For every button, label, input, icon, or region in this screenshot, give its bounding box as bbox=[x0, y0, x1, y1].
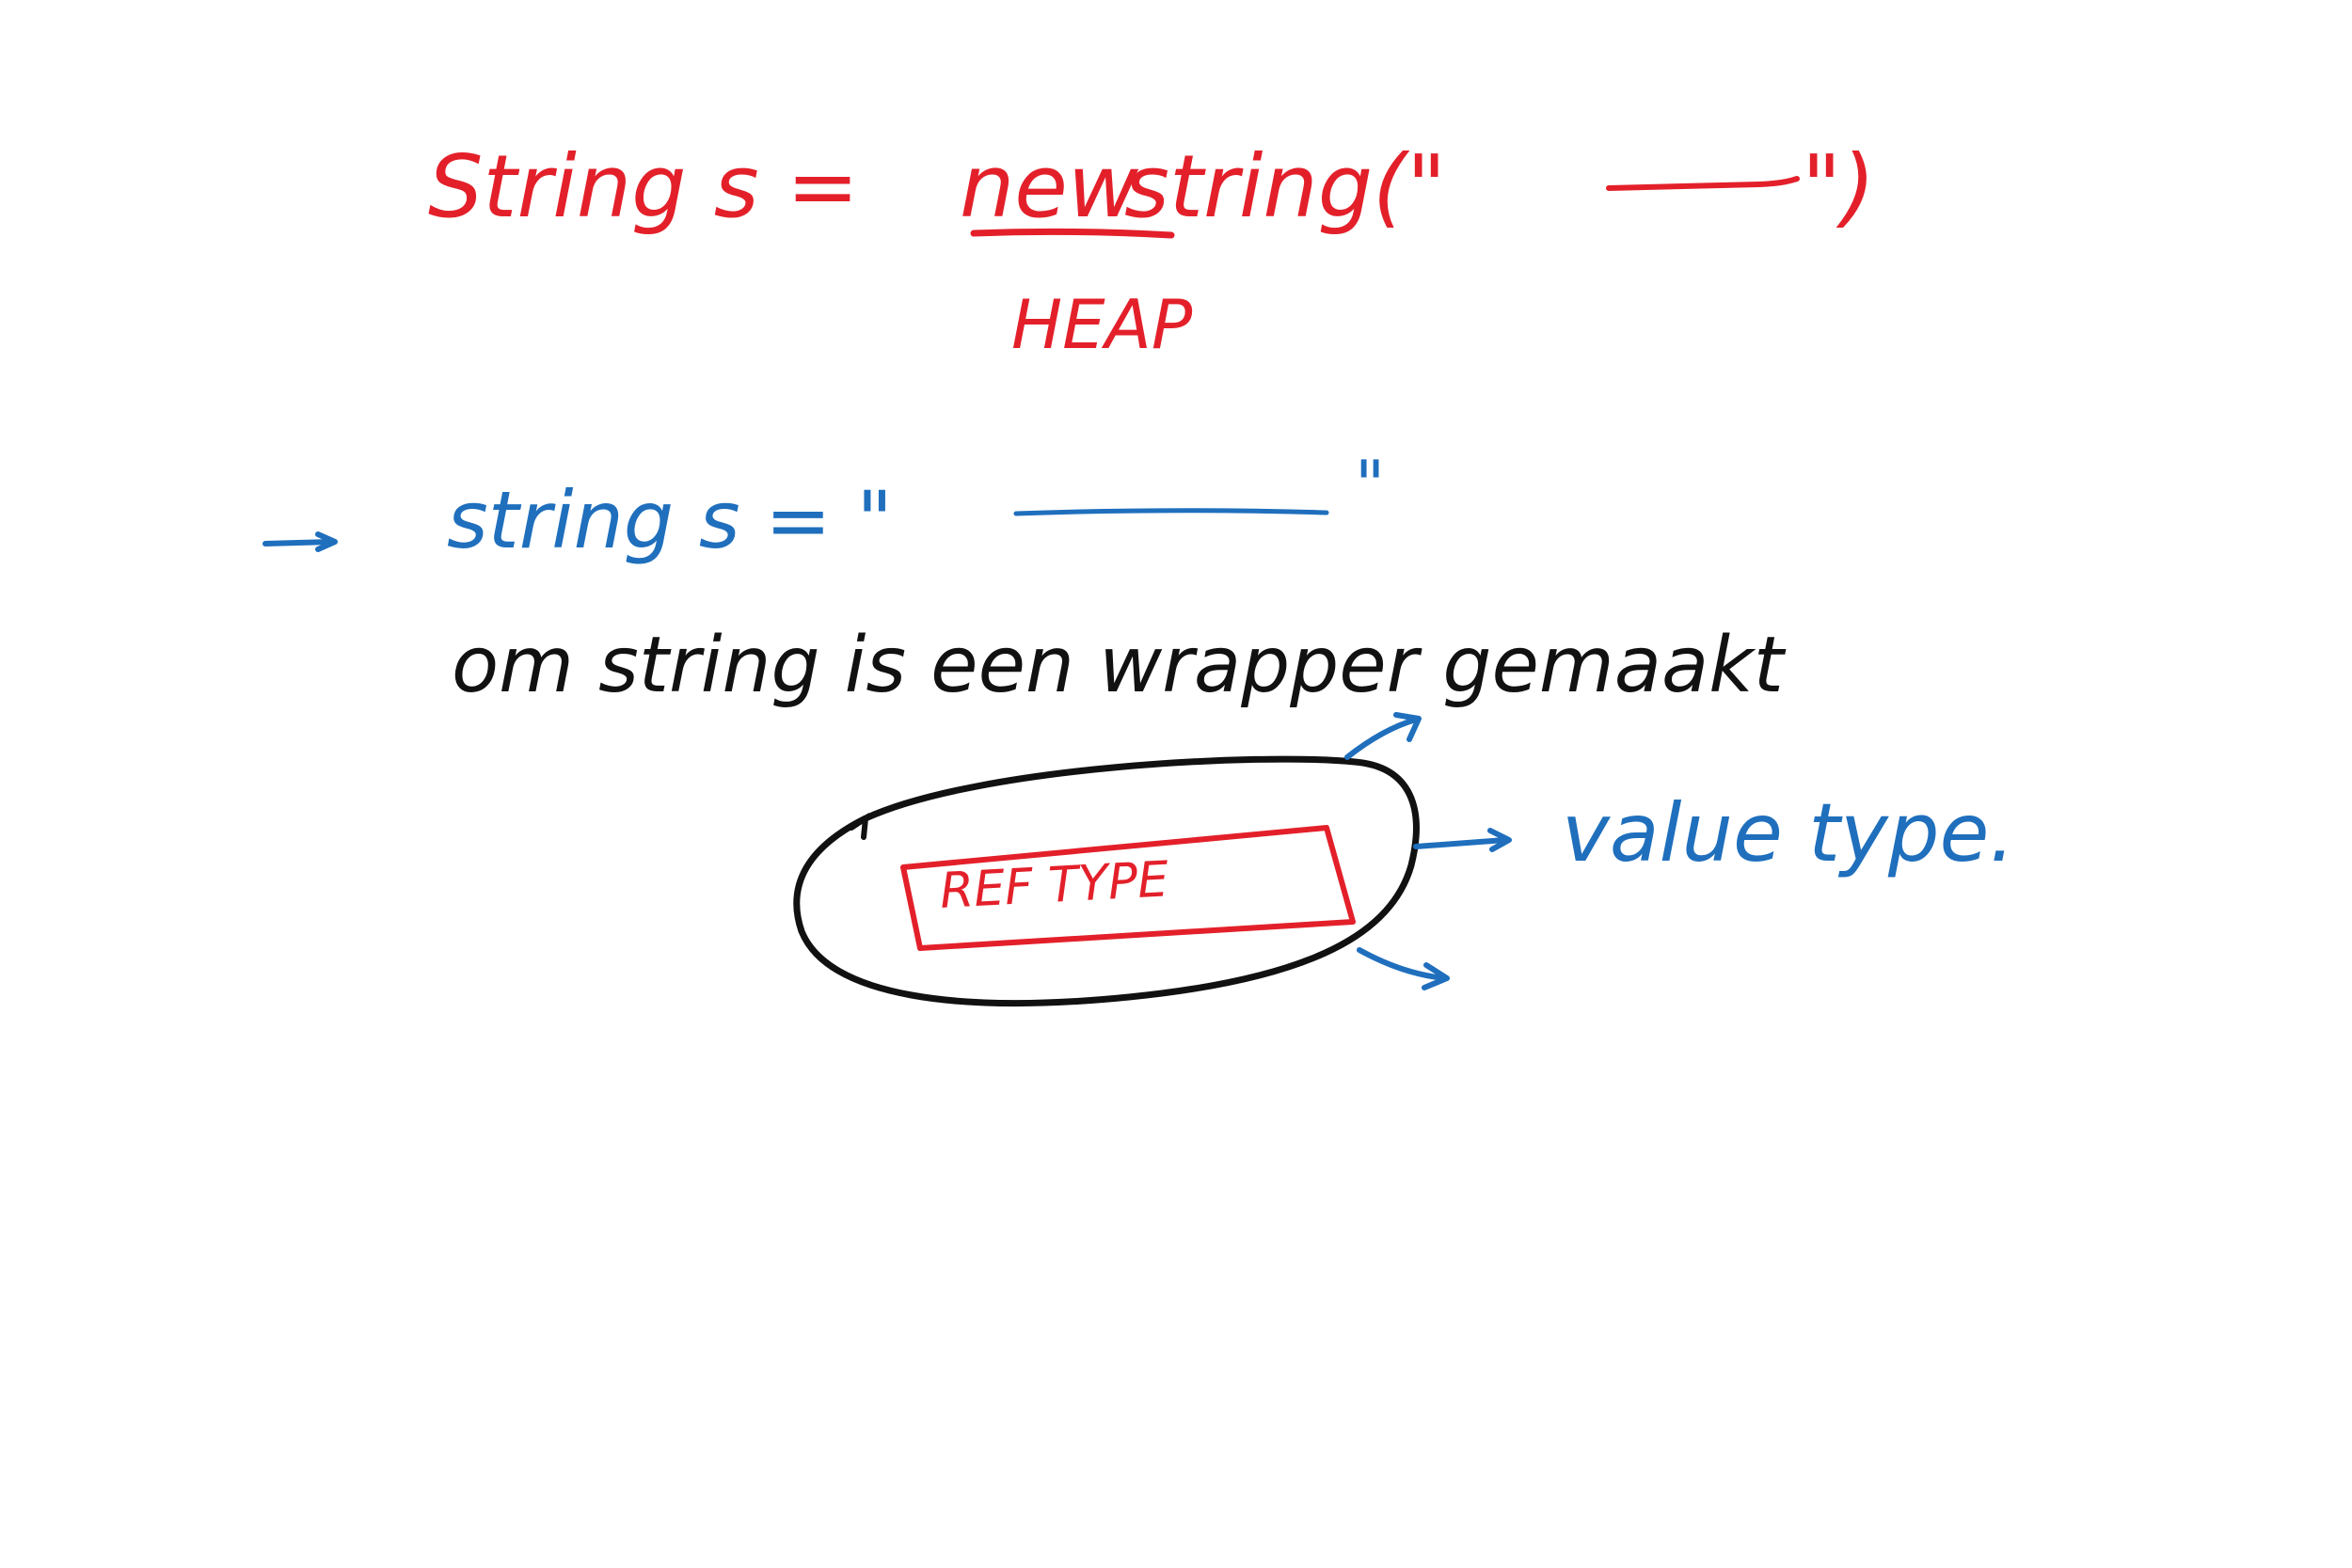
ref-type-box bbox=[900, 825, 1356, 951]
arrow-up-right-icon bbox=[1344, 712, 1422, 760]
line1-close-text: ") bbox=[1802, 136, 1875, 237]
arrow-right-icon bbox=[1413, 828, 1512, 852]
new-keyword-underline bbox=[970, 228, 1175, 239]
bullet-arrow-icon bbox=[262, 531, 338, 552]
value-type-label: value type. bbox=[1562, 786, 2015, 880]
arrow-down-right-icon bbox=[1357, 947, 1450, 990]
line-string-literal: string s = " " bbox=[262, 447, 1385, 566]
wrapper-ellipse bbox=[793, 755, 1420, 1006]
string-literal-blank bbox=[1606, 176, 1800, 191]
ellipse-start-tick bbox=[849, 812, 869, 840]
line1-suffix-text: string(" bbox=[1124, 136, 1446, 237]
line-new-string: String s = new string(" ") bbox=[428, 136, 1875, 239]
line3-text: om string is een wrapper gemaakt bbox=[452, 621, 1787, 710]
line1-prefix-text: String s = bbox=[428, 136, 859, 237]
line2-text: string s = " bbox=[447, 474, 893, 566]
line2-close-text: " bbox=[1355, 447, 1385, 524]
literal-blank-line bbox=[1013, 508, 1329, 516]
wrapper-diagram: REF TYPE value type. bbox=[793, 712, 2015, 1006]
ref-type-label: REF TYPE bbox=[939, 851, 1170, 920]
line1-keyword-new: new bbox=[960, 136, 1139, 237]
heap-label: HEAP bbox=[1011, 285, 1193, 364]
